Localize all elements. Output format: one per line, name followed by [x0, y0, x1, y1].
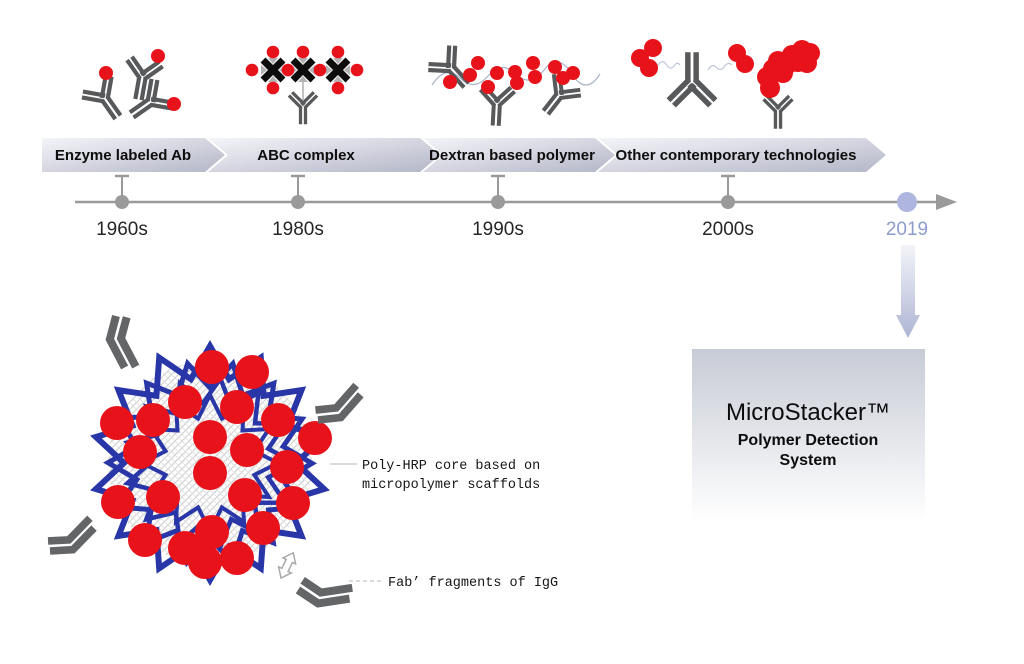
product-subtitle-line2: System — [780, 452, 837, 469]
timeline-marker-1960s — [115, 174, 129, 209]
biotin-dots — [245, 45, 364, 95]
conjugate-dot-clusters — [631, 39, 754, 77]
abc-complex-icon — [245, 45, 364, 126]
linker-squiggle-right — [707, 62, 733, 71]
core-label-line1: Poly-HRP core based on — [362, 459, 540, 474]
year-label-1990s: 1990s — [472, 219, 524, 240]
fab-fragment-right — [312, 382, 366, 429]
fab-label: Fab’ fragments of IgG — [388, 576, 558, 591]
fab-fragment-left — [45, 515, 99, 560]
year-label-1980s: 1980s — [272, 219, 324, 240]
dextran-enzyme-dots — [443, 56, 580, 94]
era-banner-label-3: Dextran based polymer — [429, 147, 595, 164]
fab-fragment-bottom-right — [297, 580, 352, 606]
polymer-core-figure: Poly-HRP core based on micropolymer scaf… — [45, 313, 558, 605]
hrp-dots — [100, 350, 332, 579]
year-label-2019: 2019 — [886, 219, 928, 240]
year-label-2000s: 2000s — [702, 219, 754, 240]
timeline: 1960s 1980s 1990s 2000s 2019 — [75, 174, 957, 240]
timeline-marker-1990s — [491, 174, 505, 209]
exchange-arrow-icon — [273, 549, 301, 582]
year-label-1960s: 1960s — [96, 219, 148, 240]
era-banner-label-2: ABC complex — [257, 147, 355, 164]
fab-fragment-top-left — [104, 313, 139, 371]
era-banners: Enzyme labeled Ab ABC complex Dextran ba… — [42, 138, 886, 172]
core-label-line2: micropolymer scaffolds — [362, 478, 540, 493]
enzyme-labeled-ab-icon — [80, 49, 181, 130]
era-banner-1 — [42, 138, 225, 172]
product-name: MicroStacker™ — [726, 399, 890, 426]
era-banner-label-1: Enzyme labeled Ab — [55, 147, 191, 164]
timeline-arrowhead-icon — [936, 194, 957, 210]
era-banner-2 — [208, 138, 440, 172]
down-arrow-icon — [896, 245, 920, 338]
timeline-marker-2019 — [897, 192, 917, 212]
dextran-polymer-icon — [425, 43, 601, 129]
timeline-marker-2000s — [721, 174, 735, 209]
enzyme-dots — [99, 49, 181, 111]
era-banner-label-4: Other contemporary technologies — [616, 147, 857, 164]
era-banner-3 — [423, 138, 615, 172]
product-subtitle-line1: Polymer Detection — [738, 432, 878, 449]
product-box-bg — [692, 349, 925, 541]
avidin-x-shapes — [260, 57, 351, 83]
era-banner-4 — [598, 138, 886, 172]
stacked-polymer-dots — [757, 40, 820, 98]
product-box: MicroStacker™ Polymer Detection System — [692, 349, 925, 541]
contemporary-technologies-icon — [631, 39, 820, 131]
timeline-marker-1980s — [291, 174, 305, 209]
